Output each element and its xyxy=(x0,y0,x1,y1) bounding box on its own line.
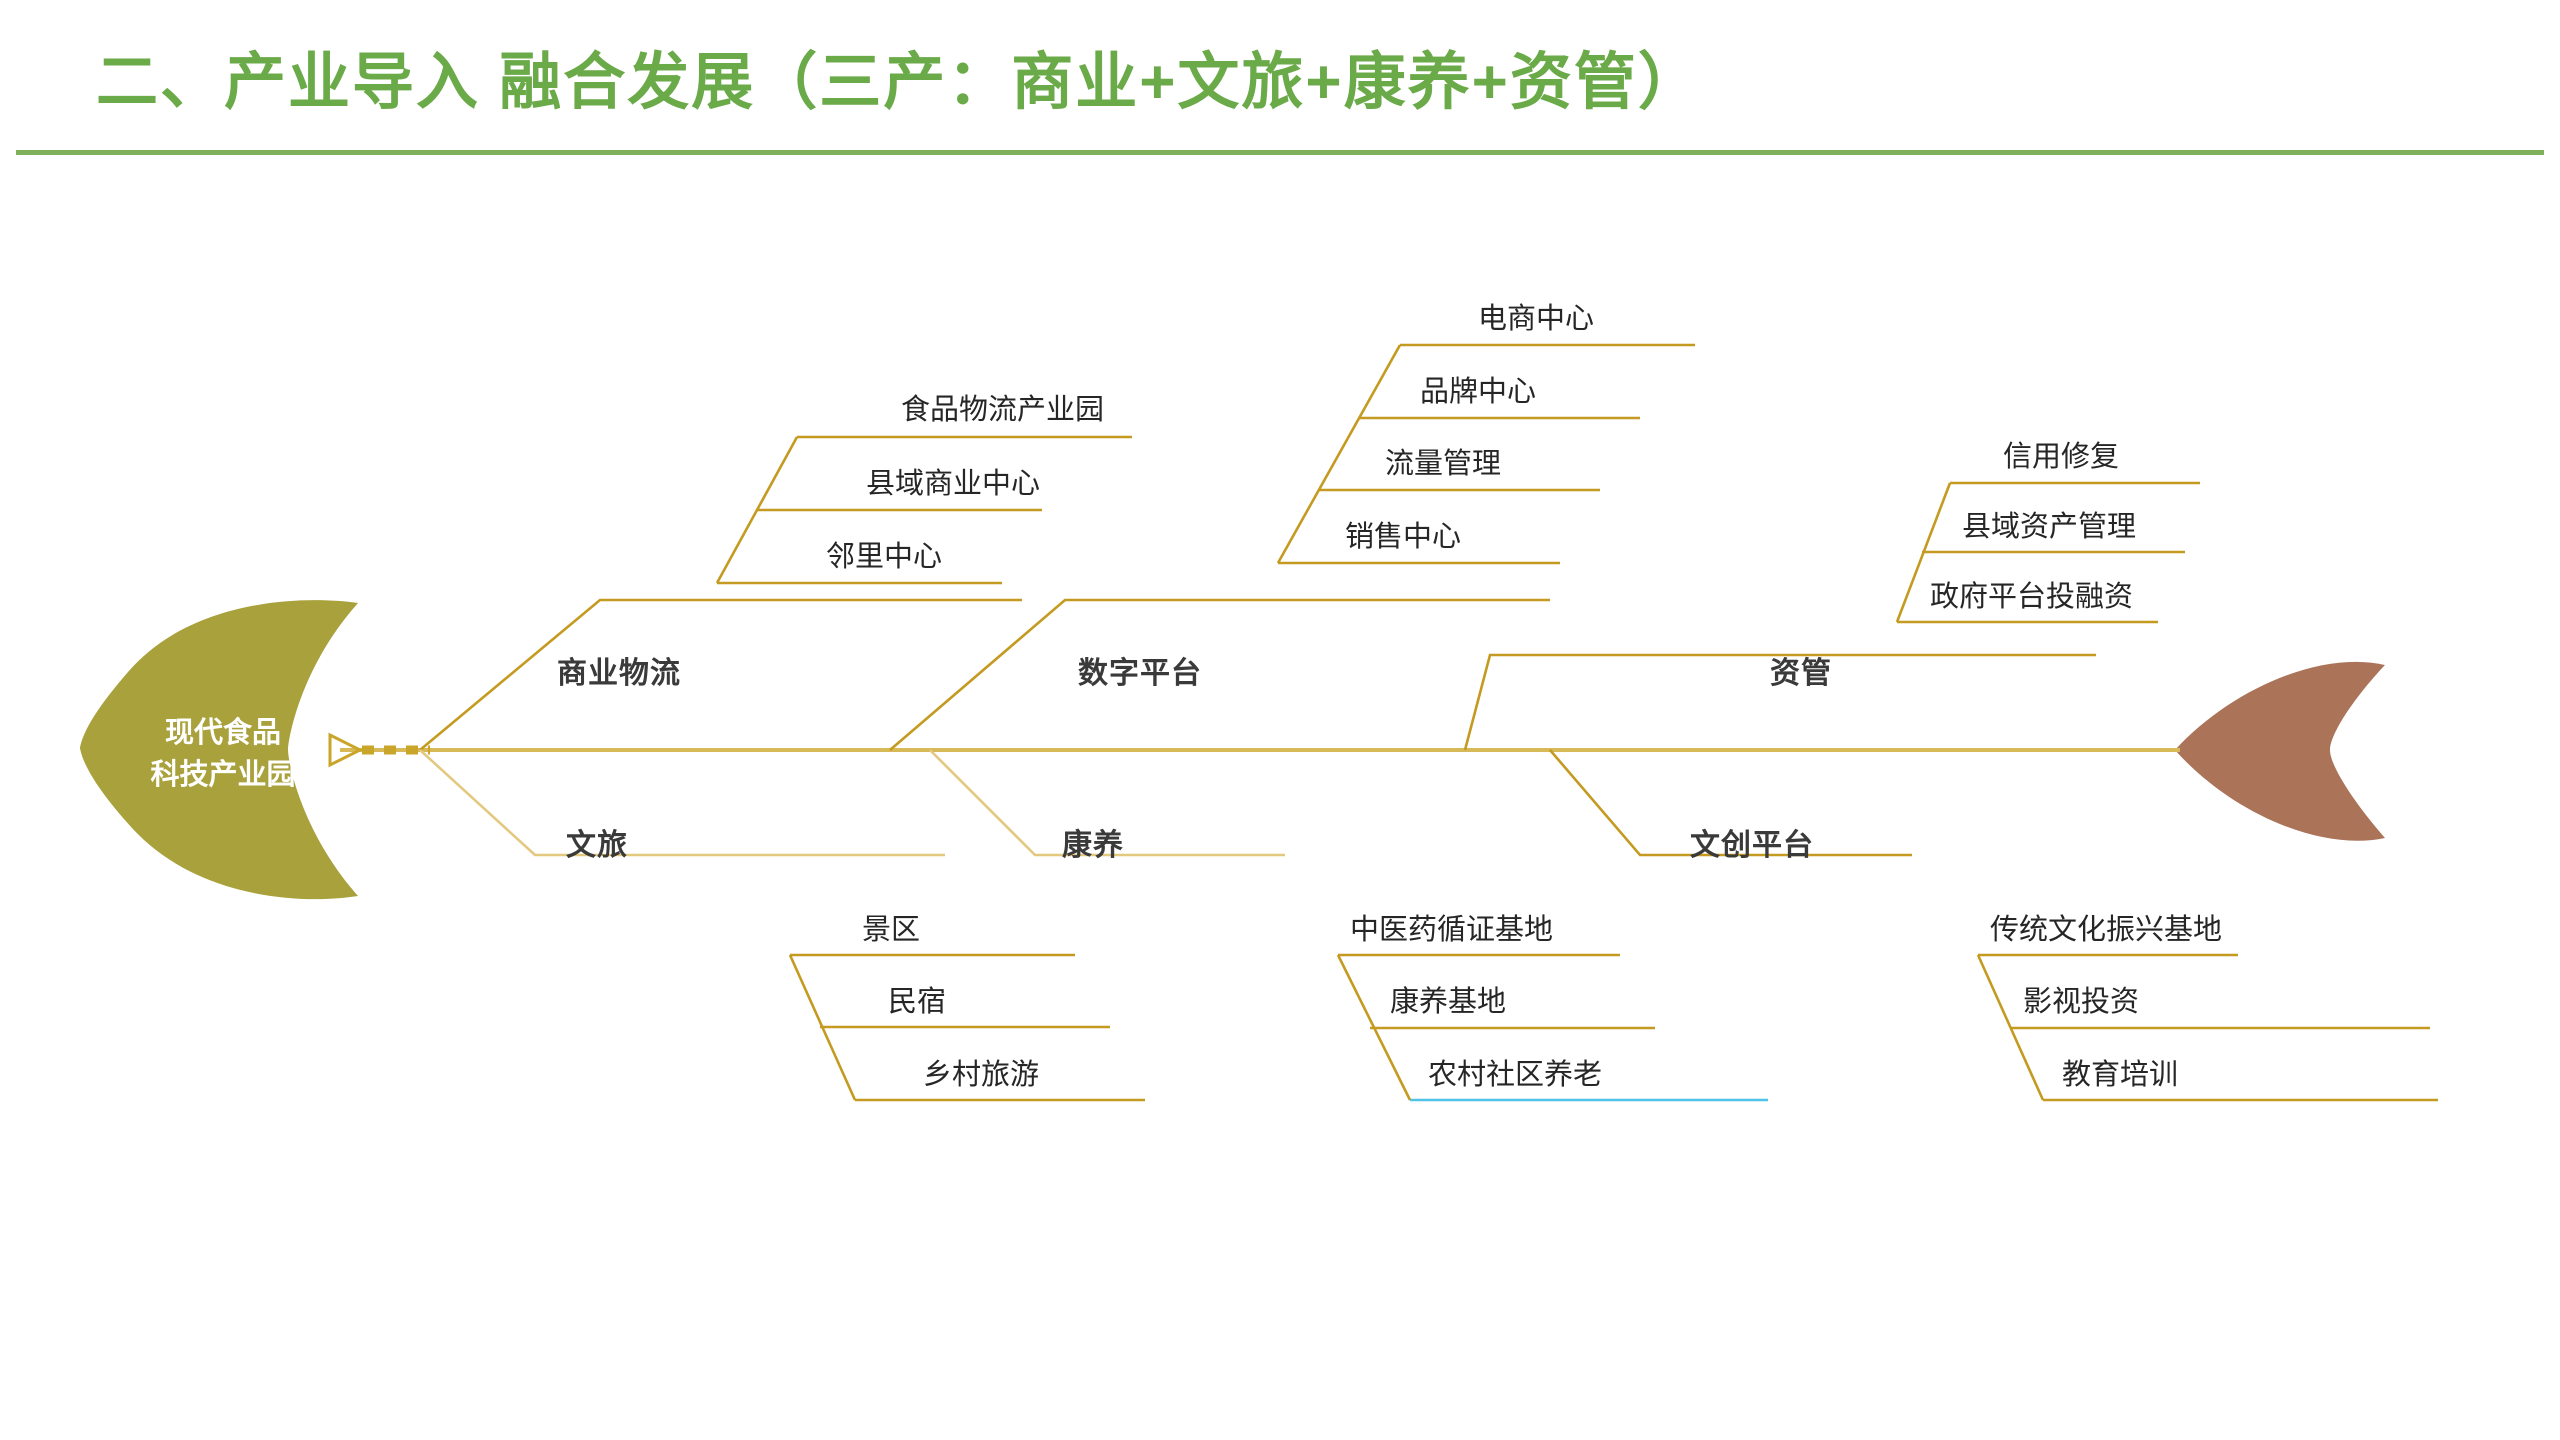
item-label-asset-1[interactable]: 信用修复 xyxy=(2003,441,2120,473)
item-label-tourism-1[interactable]: 景区 xyxy=(862,914,921,946)
item-label-creative-1[interactable]: 传统文化振兴基地 xyxy=(1990,914,2223,946)
branch-line-culture-tourism xyxy=(419,749,945,857)
branch-label-asset-mgmt[interactable]: 资管 xyxy=(1770,657,1832,690)
branch-label-cultural-creative[interactable]: 文创平台 xyxy=(1690,829,1814,862)
title-divider-rule xyxy=(16,150,2544,155)
branch-line-cultural-creative xyxy=(1549,749,1912,857)
item-connector-tourism xyxy=(788,954,857,1101)
item-connector-creative xyxy=(1976,954,2045,1101)
item-connector-asset xyxy=(1895,482,1952,623)
fish-head-label: 现代食品 科技产业园 xyxy=(108,712,338,796)
branch-label-health-wellness[interactable]: 康养 xyxy=(1062,829,1124,862)
item-connector-commerce xyxy=(715,436,799,584)
branch-line-commerce-logistics xyxy=(419,598,1022,751)
item-label-creative-3[interactable]: 教育培训 xyxy=(2062,1059,2179,1091)
branch-line-asset-mgmt xyxy=(1463,653,2096,751)
item-label-digital-4[interactable]: 销售中心 xyxy=(1345,521,1462,553)
page-title: 二、产业导入 融合发展（三产：商业+文旅+康养+资管） xyxy=(96,48,1702,117)
branch-label-digital-platform[interactable]: 数字平台 xyxy=(1078,657,1202,690)
item-label-wellness-1[interactable]: 中医药循证基地 xyxy=(1350,914,1554,946)
item-connector-digital xyxy=(1276,344,1402,564)
branch-line-digital-platform xyxy=(889,598,1550,751)
fish-tail-shape xyxy=(2175,661,2385,841)
item-connector-wellness xyxy=(1336,954,1412,1101)
item-label-tourism-2[interactable]: 民宿 xyxy=(888,986,947,1018)
item-label-digital-1[interactable]: 电商中心 xyxy=(1478,303,1595,335)
item-label-asset-2[interactable]: 县域资产管理 xyxy=(1962,511,2137,543)
item-label-digital-2[interactable]: 品牌中心 xyxy=(1420,376,1537,408)
item-label-asset-3[interactable]: 政府平台投融资 xyxy=(1930,581,2134,613)
item-label-commerce-2[interactable]: 县域商业中心 xyxy=(866,468,1041,500)
branch-label-commerce-logistics[interactable]: 商业物流 xyxy=(557,657,681,690)
branch-line-health-wellness xyxy=(929,749,1285,857)
item-label-wellness-2[interactable]: 康养基地 xyxy=(1390,986,1507,1018)
item-label-wellness-3[interactable]: 农村社区养老 xyxy=(1428,1059,1603,1091)
item-label-digital-3[interactable]: 流量管理 xyxy=(1385,448,1502,480)
branch-label-culture-tourism[interactable]: 文旅 xyxy=(566,829,628,862)
spine-arrow-icon xyxy=(328,732,364,768)
title-bar: 二、产业导入 融合发展（三产：商业+文旅+康养+资管） xyxy=(0,0,2560,160)
fish-head-shape xyxy=(80,600,358,900)
fish-head-label-line1: 现代食品 xyxy=(164,717,281,749)
item-label-creative-2[interactable]: 影视投资 xyxy=(2023,986,2140,1018)
fish-head-label-line2: 科技产业园 xyxy=(150,759,296,792)
item-label-commerce-3[interactable]: 邻里中心 xyxy=(826,541,943,573)
item-label-commerce-1[interactable]: 食品物流产业园 xyxy=(901,394,1105,426)
item-label-tourism-3[interactable]: 乡村旅游 xyxy=(923,1059,1040,1091)
